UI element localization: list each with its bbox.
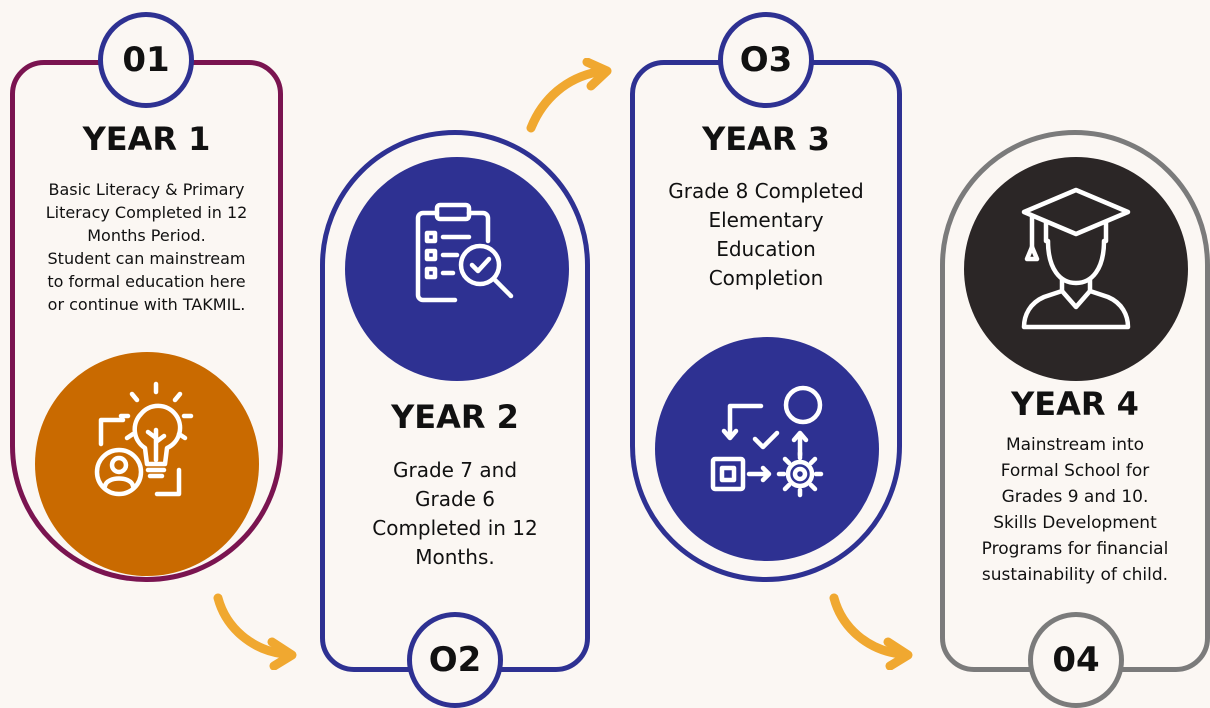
workflow-gear-icon xyxy=(655,337,879,561)
connector-arrow-1-to-2 xyxy=(213,593,297,670)
lightbulb-person-icon xyxy=(35,352,259,576)
description-line: Basic Literacy & Primary xyxy=(48,180,245,199)
description-line: Completion xyxy=(708,266,824,290)
step-2-number-badge: O2 xyxy=(407,612,503,708)
description-line: sustainability of child. xyxy=(981,565,1169,585)
step-4-number: 04 xyxy=(1052,640,1100,680)
step-3-title: YEAR 3 xyxy=(702,120,830,158)
description-line: Months. xyxy=(415,545,495,569)
step-1-title: YEAR 1 xyxy=(82,120,211,158)
description-line: Grades 9 and 10. xyxy=(1001,487,1149,507)
step-1-number: 01 xyxy=(122,40,170,80)
description-line: Months Period. xyxy=(87,226,206,245)
step-3-number: O3 xyxy=(739,40,793,80)
clipboard-search-icon xyxy=(345,157,569,381)
description-line: Education xyxy=(716,237,816,261)
step-3-number-badge: O3 xyxy=(718,12,814,108)
connector-arrow-3-to-4 xyxy=(829,593,913,670)
connector-arrow-2-to-3 xyxy=(526,58,612,133)
description-line: Student can mainstream xyxy=(47,249,246,268)
description-line: Completed in 12 xyxy=(372,516,538,540)
description-line: Literacy Completed in 12 xyxy=(45,203,248,222)
step-2-number: O2 xyxy=(428,640,482,680)
description-line: Programs for financial xyxy=(981,539,1169,559)
step-4-title: YEAR 4 xyxy=(1011,385,1139,423)
step-1-number-badge: 01 xyxy=(98,12,194,108)
description-line: to formal education here xyxy=(47,272,246,291)
description-line: Mainstream into xyxy=(1005,435,1145,455)
step-2-title: YEAR 2 xyxy=(391,398,519,436)
step-1-description: Basic Literacy & Primary Literacy Comple… xyxy=(20,178,273,316)
description-line: Skills Development xyxy=(993,513,1157,533)
description-line: Grade 8 Completed xyxy=(668,179,864,203)
step-2-description: Grade 7 and Grade 6 Completed in 12 Mont… xyxy=(330,456,580,572)
step-4-number-badge: 04 xyxy=(1028,612,1124,708)
description-line: Elementary xyxy=(708,208,824,232)
description-line: Grade 6 xyxy=(414,487,496,511)
step-4-description: Mainstream into Formal School for Grades… xyxy=(950,432,1200,588)
description-line: Grade 7 and xyxy=(392,458,518,482)
description-line: Formal School for xyxy=(1000,461,1150,481)
graduate-icon xyxy=(964,157,1188,381)
description-line: or continue with TAKMIL. xyxy=(47,295,246,314)
step-3-description: Grade 8 Completed Elementary Education C… xyxy=(640,177,892,293)
